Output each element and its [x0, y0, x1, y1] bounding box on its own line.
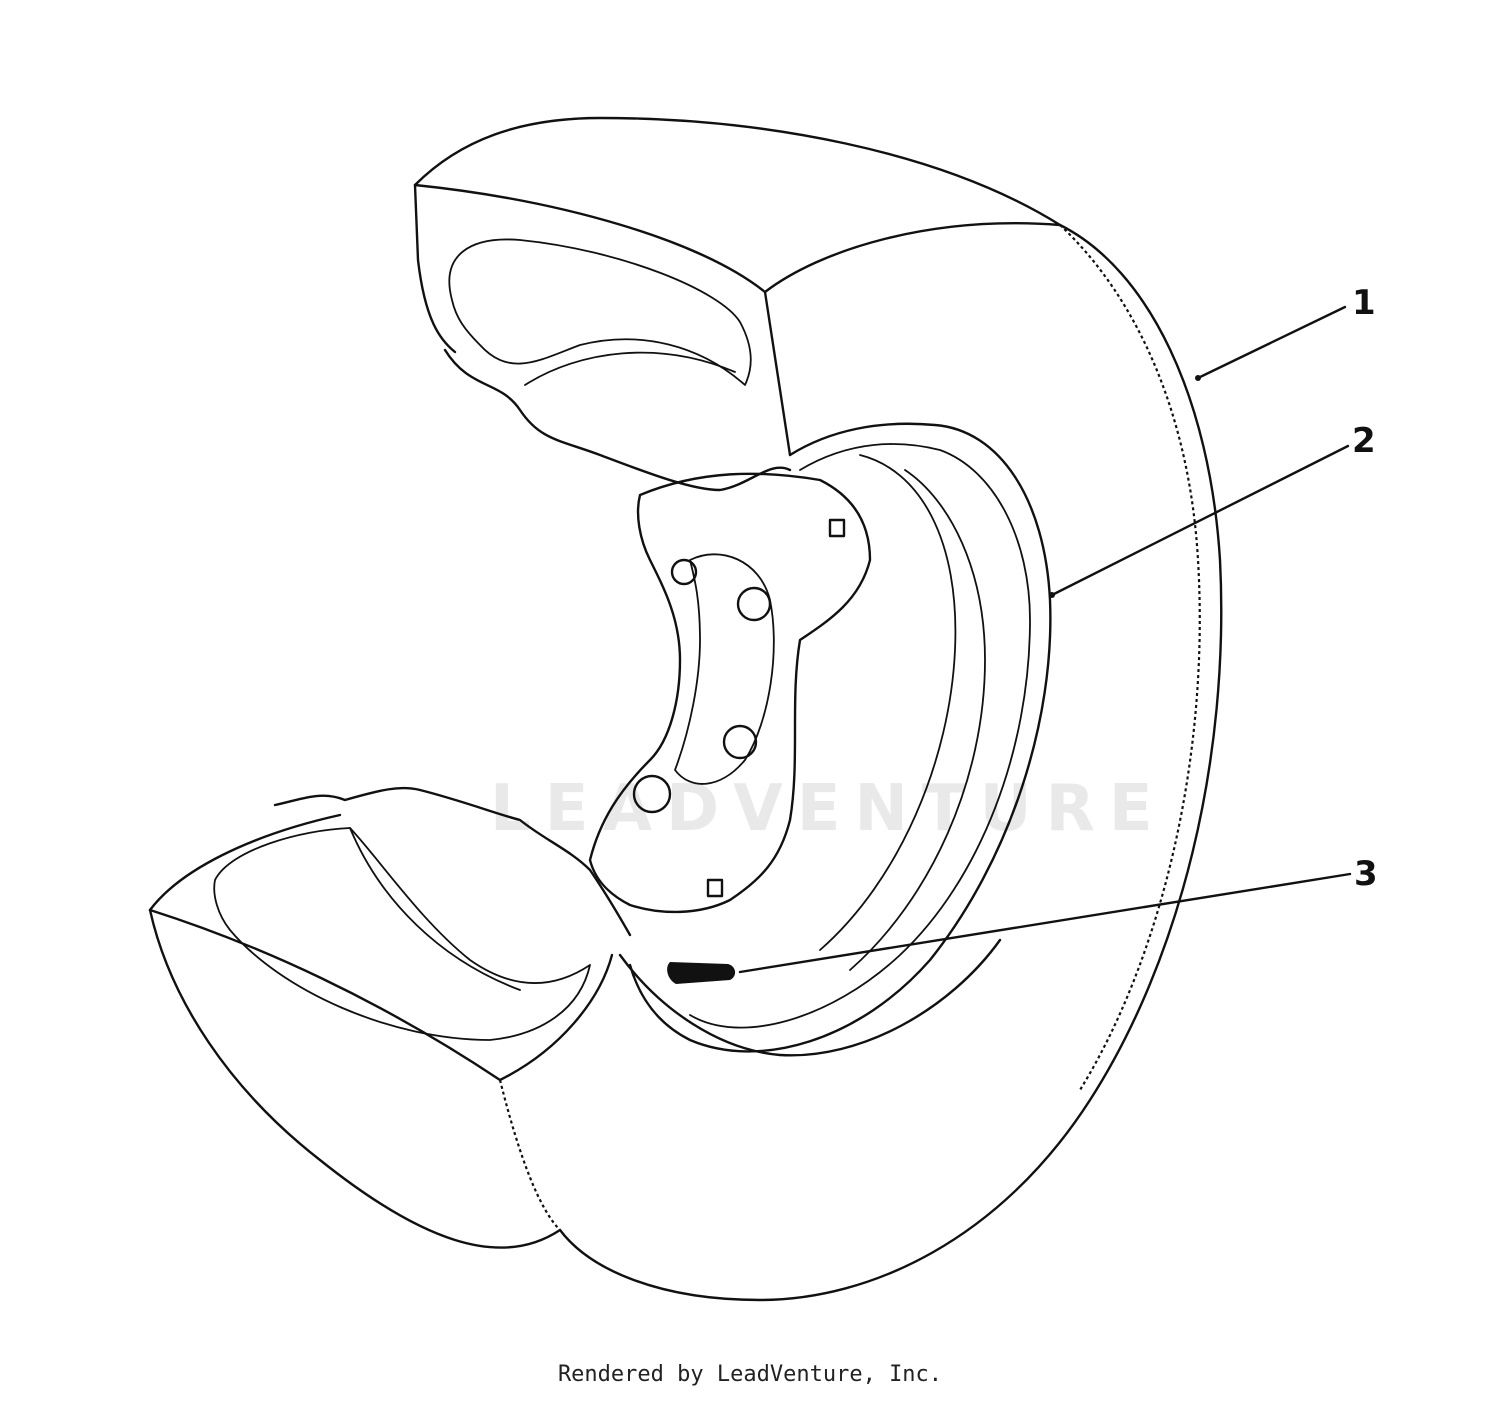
callout-leader-3: [738, 872, 1352, 974]
tire: [148, 116, 1223, 1302]
callout-number-3: 3: [1354, 854, 1378, 894]
callout-leader-1: [1196, 305, 1347, 380]
callout-number-2: 2: [1352, 421, 1376, 461]
valve-stem: [667, 962, 736, 984]
callout-number-1: 1: [1352, 283, 1376, 323]
callout-leader-2: [1050, 444, 1350, 597]
rim: [273, 348, 1052, 1057]
watermark: LEADVENTURE: [490, 772, 1167, 846]
footer-credit: Rendered by LeadVenture, Inc.: [557, 1362, 943, 1387]
